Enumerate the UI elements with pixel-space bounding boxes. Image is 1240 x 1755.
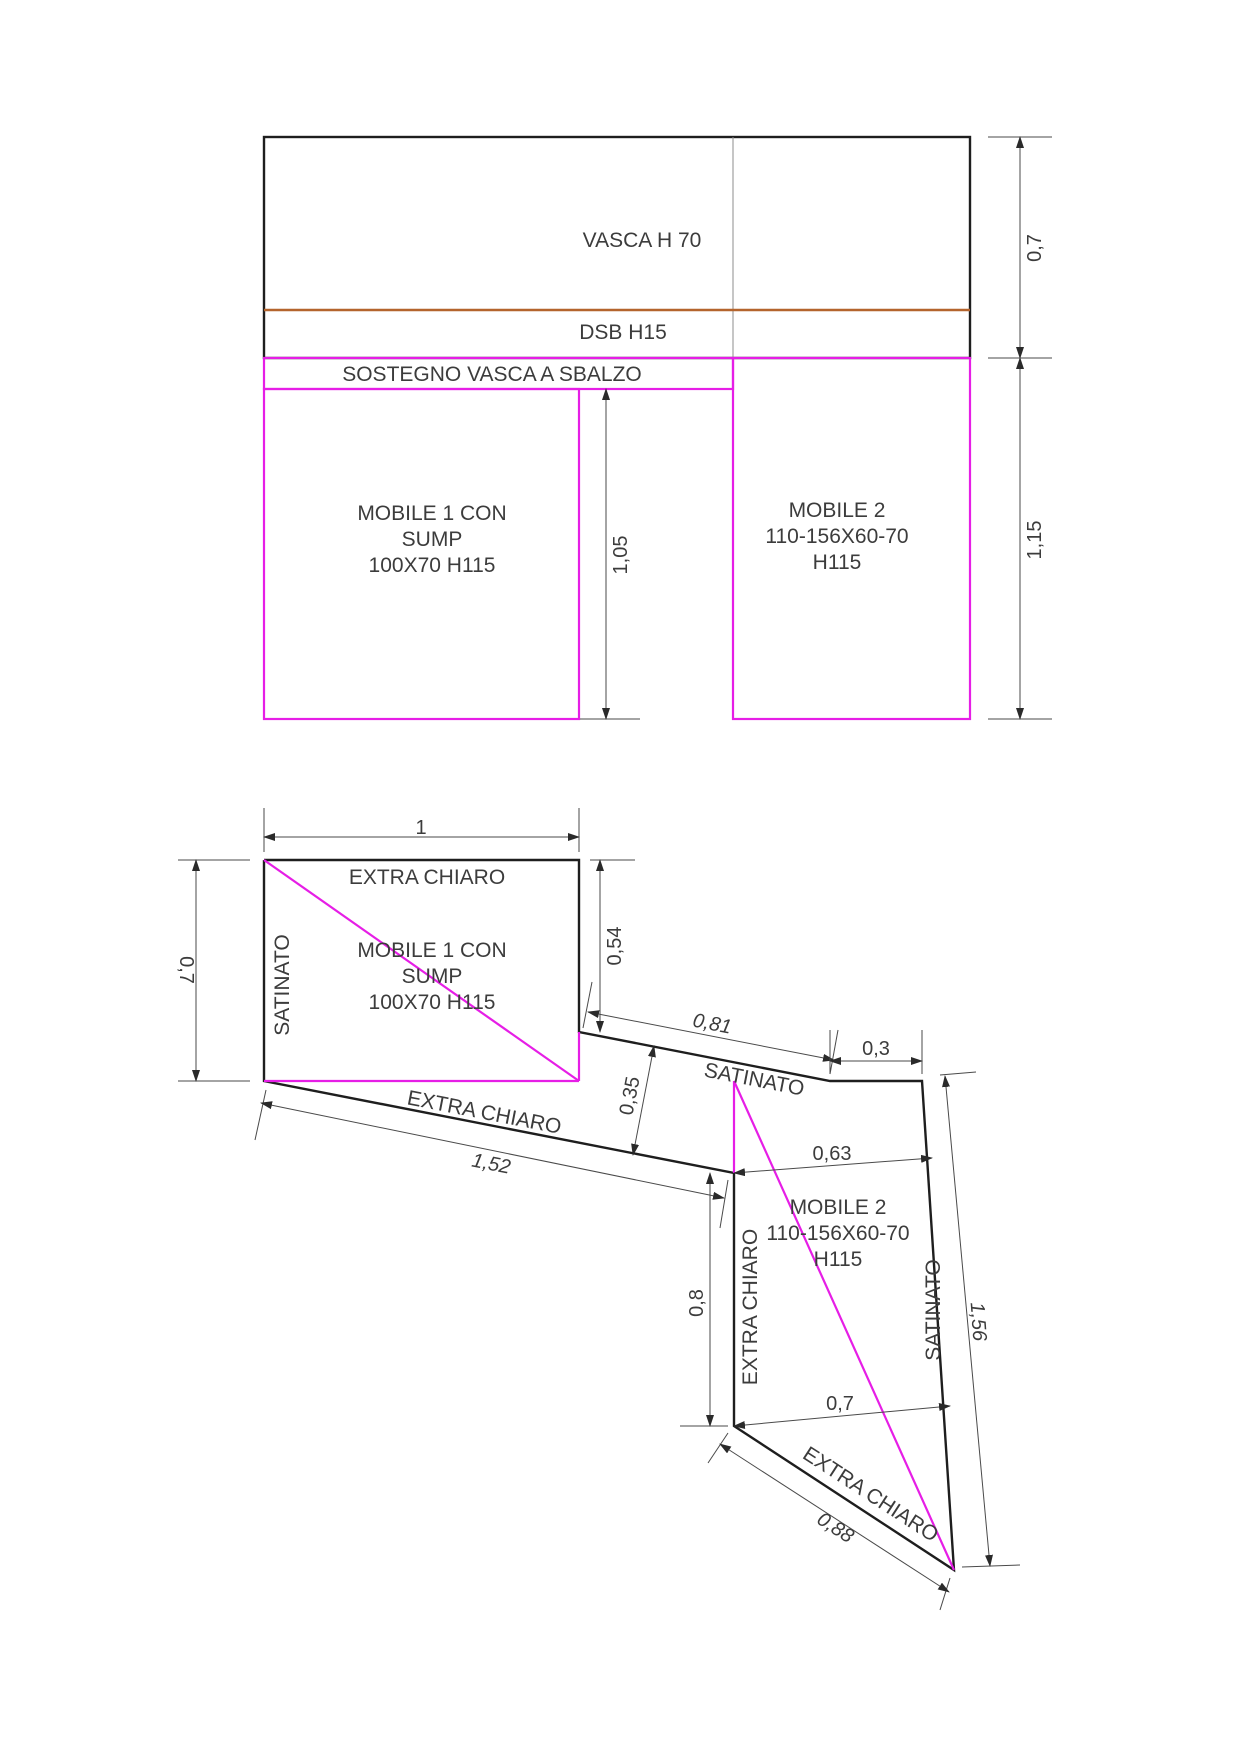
svg-text:1: 1 (415, 817, 426, 839)
cabinet-1-label-line1: MOBILE 1 CON (357, 502, 506, 525)
plan-cabinet-1-line3: 100X70 H115 (369, 991, 496, 1014)
cabinet-2-label-line1: MOBILE 2 (789, 499, 886, 522)
dim-cabinet-height: 1,15 (1024, 521, 1046, 560)
support-label: SOSTEGNO VASCA A SBALZO (342, 363, 642, 386)
dim-width-063: 0,63 (733, 1143, 933, 1177)
cabinet-1-label-line3: 100X70 H115 (369, 554, 496, 577)
svg-text:0,8: 0,8 (686, 1289, 708, 1317)
edge-c2-right: SATINATO (922, 1259, 945, 1361)
plan-cabinet-1-line1: MOBILE 1 CON (357, 939, 506, 962)
cabinet-1-label-line2: SUMP (402, 528, 463, 551)
cabinet-1-front (262, 387, 581, 721)
cabinet-2-front (731, 356, 972, 721)
dim-tank-height: 0,7 (1024, 234, 1046, 262)
dim-depth-035: 0,35 (616, 1045, 656, 1156)
dim-depth-07: 0,7 (175, 859, 250, 1082)
dimension-right: 0,7 1,15 (988, 136, 1052, 720)
cabinet-2-label-line3: H115 (813, 551, 862, 574)
cabinet-2-label-line2: 110-156X60-70 (765, 525, 908, 548)
svg-text:0,81: 0,81 (691, 1010, 733, 1039)
svg-text:0,54: 0,54 (604, 927, 626, 966)
svg-text:0,7: 0,7 (826, 1393, 854, 1415)
svg-text:0,63: 0,63 (813, 1143, 852, 1165)
edge-c2-left: EXTRA CHIARO (739, 1229, 762, 1385)
tank-label: VASCA H 70 (583, 229, 702, 252)
edge-c1-left: SATINATO (271, 934, 294, 1036)
dim-side-156: 1,56 (939, 1071, 1021, 1568)
dim-width-1: 1 (263, 808, 580, 852)
plan-cabinet-1-line2: SUMP (402, 965, 463, 988)
dim-width-07: 0,7 (733, 1393, 951, 1429)
plan-cabinet-2-line2: 110-156X60-70 (766, 1222, 909, 1245)
svg-text:1,56: 1,56 (966, 1301, 991, 1342)
dim-top-03: 0,3 (829, 1030, 923, 1074)
dim-side-054: 0,54 (590, 859, 635, 1033)
svg-text:1,52: 1,52 (470, 1150, 512, 1179)
svg-text:0,35: 0,35 (616, 1075, 645, 1117)
front-view: VASCA H 70 DSB H15 SOSTEGNO VASCA A SBAL… (262, 135, 1052, 721)
cabinet-1-diagonal (263, 859, 580, 1082)
edge-front-long: EXTRA CHIARO (405, 1086, 563, 1138)
plan-view: MOBILE 1 CON SUMP 100X70 H115 MOBILE 2 1… (175, 808, 1021, 1611)
edge-middle-back: SATINATO (702, 1059, 806, 1101)
svg-text:0,3: 0,3 (862, 1038, 890, 1060)
svg-text:0,88: 0,88 (813, 1508, 858, 1548)
svg-text:0,7: 0,7 (175, 956, 197, 984)
plan-cabinet-2-line1: MOBILE 2 (790, 1196, 887, 1219)
plan-cabinet-2-line3: H115 (814, 1248, 863, 1271)
dsb-label: DSB H15 (579, 321, 667, 344)
dim-gap-height: 1,05 (610, 536, 632, 575)
dim-height-08: 0,8 (680, 1172, 728, 1427)
edge-c1-top: EXTRA CHIARO (349, 866, 505, 889)
dimension-gap: 1,05 (580, 388, 640, 720)
